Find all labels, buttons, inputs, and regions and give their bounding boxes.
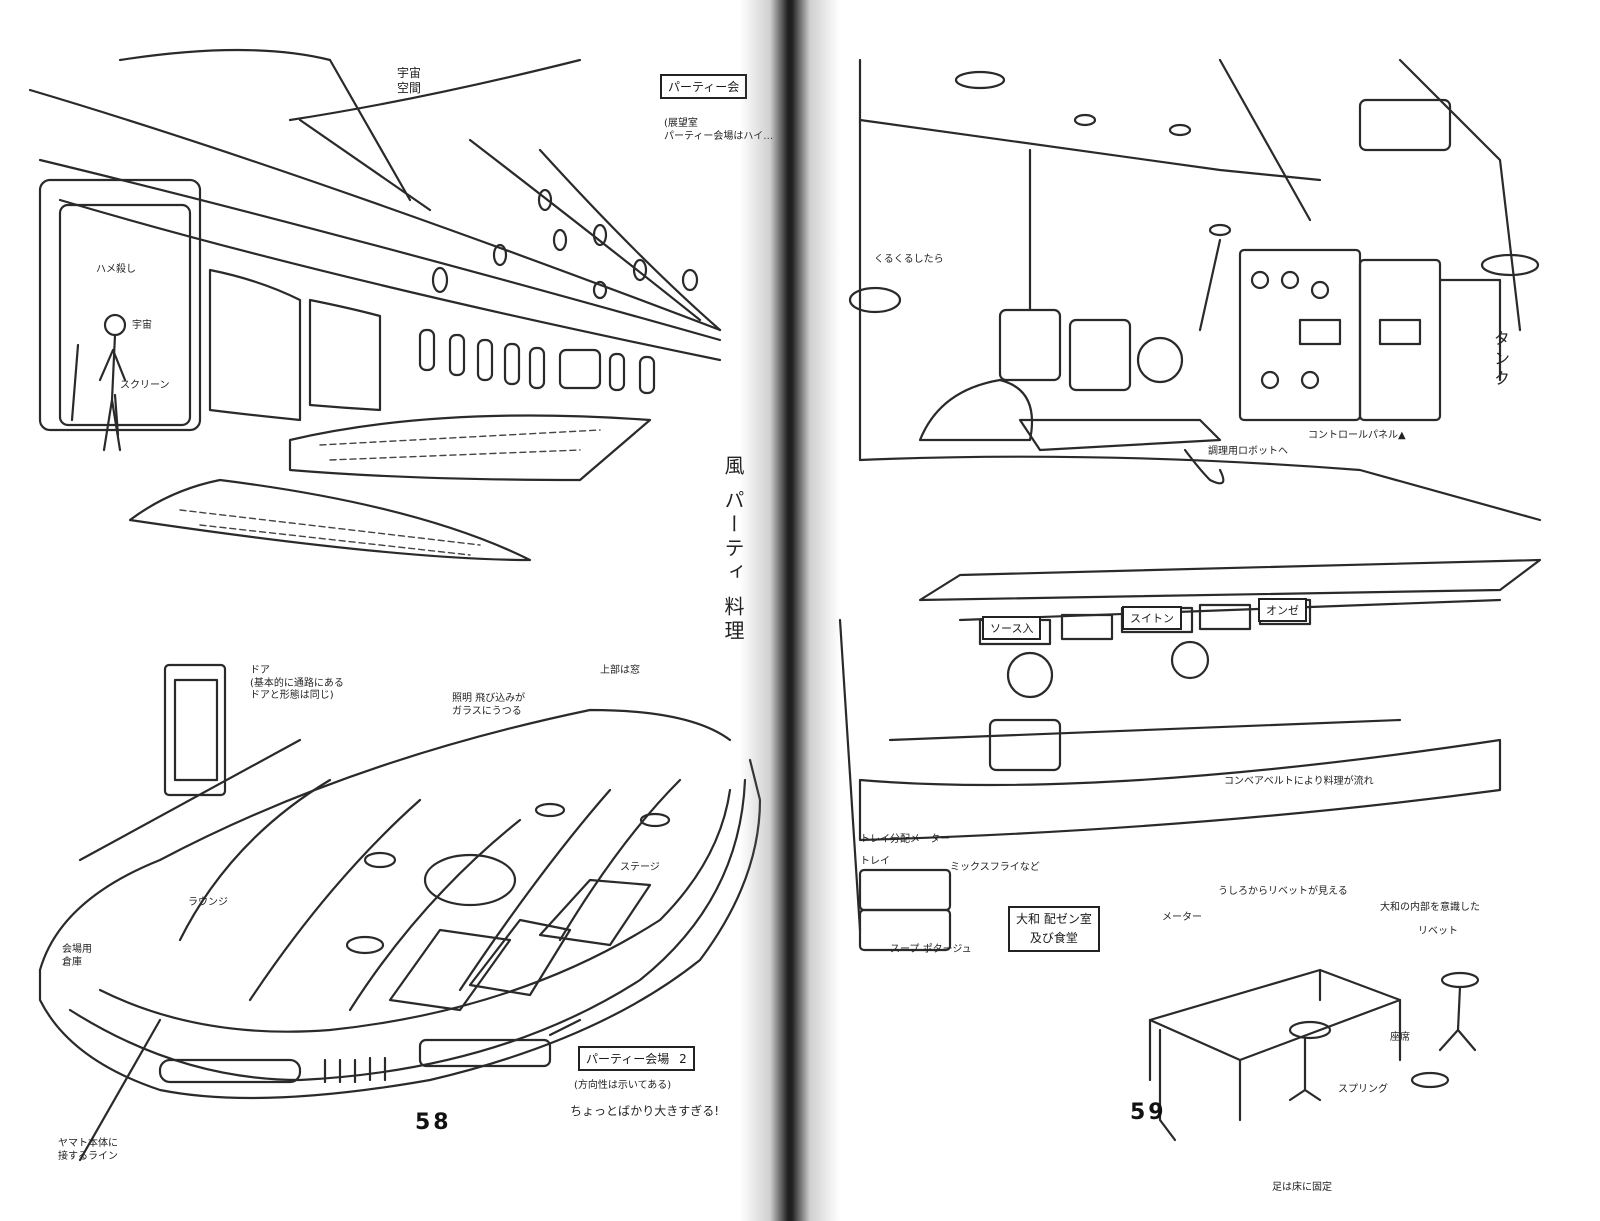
party-hall-title: パーティー会場 2 bbox=[578, 1046, 695, 1071]
sign-suiton: スイトン bbox=[1122, 606, 1182, 630]
kitchen-sketch bbox=[838, 58, 1542, 1142]
conveyor-note: コンベアベルトにより料理が流れ bbox=[1224, 776, 1374, 787]
upper-window-note: 上部は窓 bbox=[600, 665, 640, 676]
meter-note: メーター bbox=[1162, 912, 1202, 923]
left-page: 宇宙 空間 パーティー会 (展望室 パーティー会場はハイ… ハメ殺し 宇宙 スク… bbox=[0, 0, 780, 1221]
control-panel-note: コントロールパネル▲ bbox=[1308, 430, 1406, 441]
counter-note-4: トレイ bbox=[860, 856, 890, 867]
sign-onze: オンゼ bbox=[1258, 598, 1307, 622]
party-room-label: パーティー会 bbox=[660, 74, 748, 99]
robot-arm-note: 調理用ロボットヘ bbox=[1208, 446, 1288, 457]
note-uchu: 宇宙 空間 bbox=[397, 66, 422, 95]
yamato-line-note: ヤマト本体に 接するライン bbox=[58, 1138, 118, 1162]
page-number-right: 59 bbox=[1130, 1100, 1167, 1125]
party-hall-note: (方向性は示いてある) bbox=[574, 1080, 672, 1091]
uchu-mid-note: 宇宙 bbox=[132, 320, 152, 331]
page-number-left: 58 bbox=[415, 1110, 452, 1135]
hametsuke-note: ハメ殺し bbox=[96, 264, 136, 275]
book-gutter bbox=[740, 0, 840, 1221]
spring-note: スプリング bbox=[1338, 1084, 1388, 1095]
sign-sauce: ソース入 bbox=[982, 616, 1042, 640]
observation-deck-sketch bbox=[28, 48, 762, 1162]
lounge-note: ラウンジ bbox=[188, 897, 228, 908]
screen-note: スクリーン bbox=[120, 380, 170, 391]
rivet-label: リベット bbox=[1418, 926, 1458, 937]
right-page: くるくるしたら タンク コントロールパネル▲ 調理用ロボットヘ ソース入 スイト… bbox=[800, 0, 1600, 1221]
door-note: ドア (基本的に通路にある ドアと形態は同じ) bbox=[250, 665, 344, 701]
lighting-note: 照明 飛び込みが ガラスにうつる bbox=[452, 693, 526, 717]
dining-title: 大和 配ゼン室 及び食堂 bbox=[1008, 906, 1100, 953]
too-big-note: ちょっとばかり大きすぎる! bbox=[570, 1104, 720, 1118]
wall-note: 大和の内部を意識した bbox=[1380, 902, 1480, 913]
storage-note: 会場用 倉庫 bbox=[62, 944, 92, 968]
counter-note-2: ミックスフライなど bbox=[950, 862, 1040, 873]
counter-note-3: スープ ポタージュ bbox=[890, 944, 972, 955]
rivet-note: うしろからリベットが見える bbox=[1218, 886, 1348, 897]
counter-note-1: トレイ分配メーター bbox=[860, 834, 950, 845]
stage-note: ステージ bbox=[620, 862, 660, 873]
kitchen-robot-note: くるくるしたら bbox=[874, 254, 944, 265]
seat-note: 座席 bbox=[1390, 1032, 1410, 1043]
observation-note: (展望室 パーティー会場はハイ… bbox=[664, 118, 774, 142]
tank-note: タンク bbox=[1491, 330, 1510, 390]
floor-fixed-note: 足は床に固定 bbox=[1272, 1182, 1332, 1193]
